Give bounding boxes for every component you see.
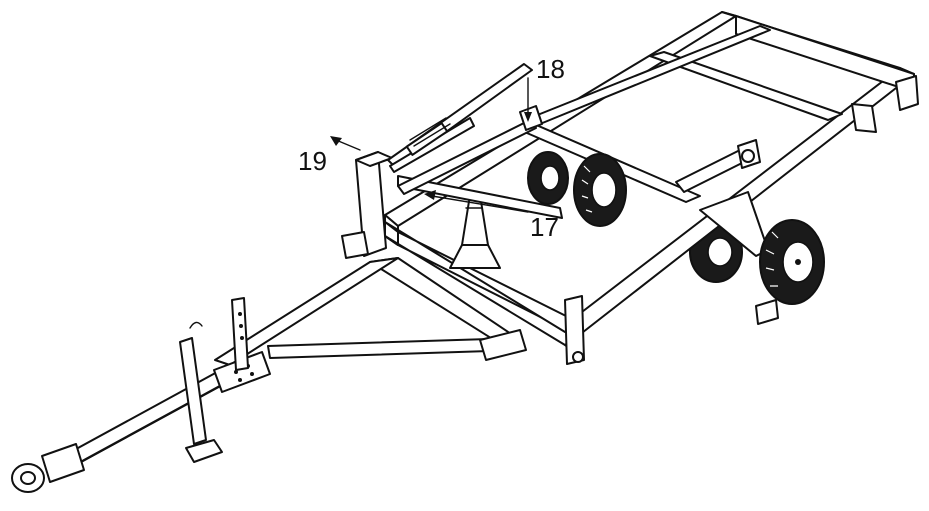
front-left-wheel — [527, 151, 569, 205]
callout-label-18: 18 — [536, 54, 565, 84]
callout-label-19: 19 — [298, 146, 327, 176]
callout-leaders — [330, 77, 532, 213]
callout-label-17: 17 — [530, 212, 559, 242]
hitch-eye — [11, 443, 85, 493]
support-stand — [397, 119, 563, 269]
lift-arm — [387, 63, 543, 173]
front-wheel — [573, 153, 627, 227]
drawbar — [55, 257, 527, 469]
jack-stand — [179, 321, 223, 463]
rear-wheel — [759, 219, 825, 305]
axle-assembly — [675, 139, 779, 325]
